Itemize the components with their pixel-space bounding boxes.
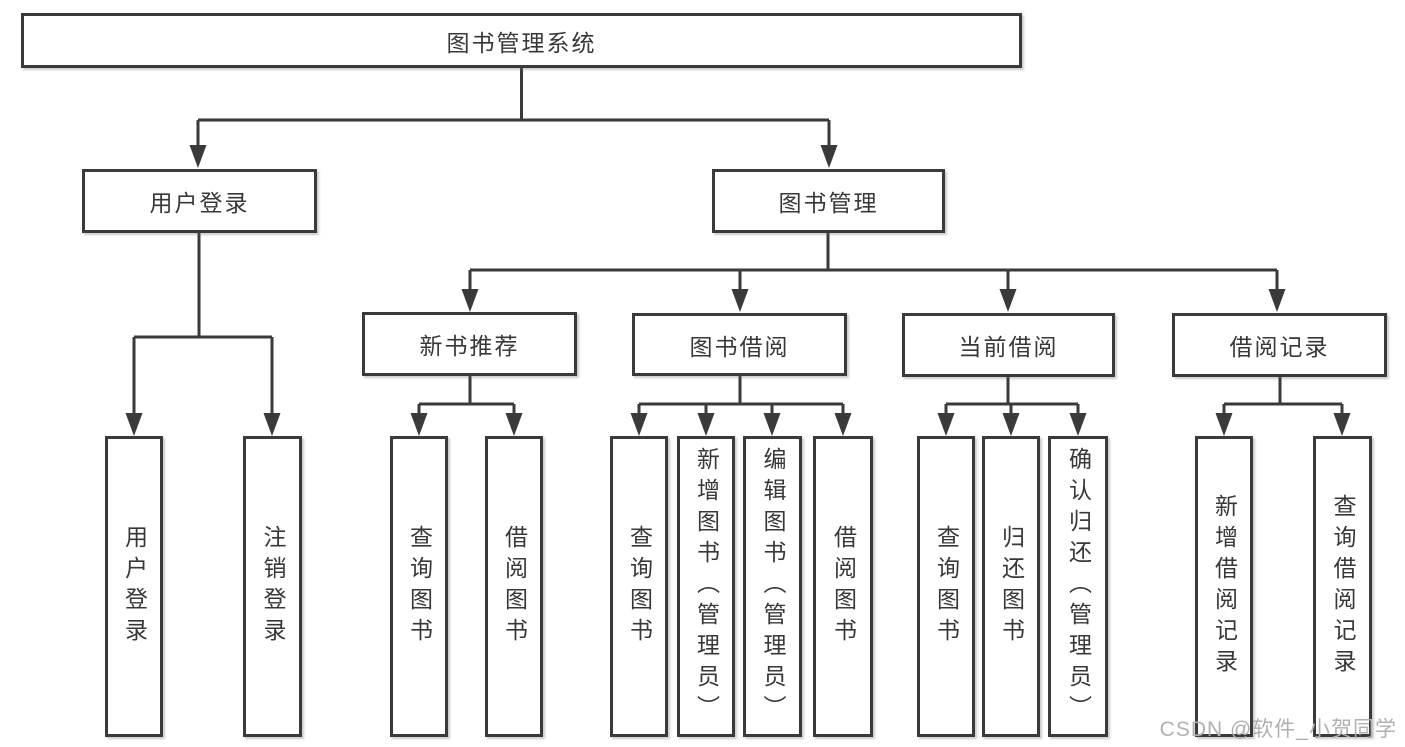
connector-current-borrow [944,377,1080,420]
leaf-query-borrow-record-label: 查询借阅记录 [1330,493,1356,680]
node-borrow-records-label: 借阅记录 [1229,334,1330,360]
leaf-user-login-label: 用户登录 [121,524,148,649]
leaf-query-borrow-record: 查询借阅记录 [1313,436,1372,737]
arrowheads [125,145,1351,436]
leaf-query-books-current: 查询图书 [917,436,975,737]
node-borrow-records: 借阅记录 [1172,313,1387,377]
leaf-logout-login-label: 注销登录 [260,524,286,649]
leaf-user-login: 用户登录 [105,436,163,737]
leaf-query-books-new: 查询图书 [390,436,448,737]
connector-new-book [417,376,516,420]
leaf-add-borrow-record: 新增借阅记录 [1195,436,1253,737]
leaf-query-books-borrow: 查询图书 [610,436,668,737]
node-new-book-recommend: 新书推荐 [362,312,577,376]
connector-borrow-records [1222,377,1344,420]
leaf-query-books-new-label: 查询图书 [406,524,433,649]
leaf-borrow-books-label: 借阅图书 [830,524,857,649]
connector-book-management [468,233,1279,296]
node-current-borrow: 当前借阅 [902,313,1115,377]
leaf-add-books-admin: 新增图书（管理员） [677,436,735,737]
node-book-management-label: 图书管理 [778,190,879,216]
node-current-borrow-label: 当前借阅 [958,334,1059,360]
leaf-return-books: 归还图书 [982,436,1040,737]
node-book-borrow-label: 图书借阅 [689,333,790,360]
leaf-query-books-current-label: 查询图书 [933,524,960,649]
leaf-edit-books-admin-label: 编辑图书（管理员） [760,447,786,726]
connector-book-borrow [637,376,845,420]
leaf-add-books-admin-label: 新增图书（管理员） [693,447,720,726]
leaf-confirm-return-admin: 确认归还（管理员） [1048,436,1108,737]
node-new-book-recommend-label: 新书推荐 [419,333,520,359]
root-node-label: 图书管理系统 [446,29,597,56]
node-user-login-label: 用户登录 [149,190,250,216]
leaf-borrow-books: 借阅图书 [813,436,873,737]
connector-root [196,68,831,152]
leaf-return-books-label: 归还图书 [998,524,1025,649]
root-node: 图书管理系统 [21,13,1022,68]
leaf-borrow-books-new: 借阅图书 [485,436,543,737]
csdn-watermark: CSDN @软件_小贺同学 [1159,718,1397,741]
leaf-add-borrow-record-label: 新增借阅记录 [1211,493,1238,680]
node-book-borrow: 图书借阅 [632,313,847,376]
node-user-login: 用户登录 [82,169,317,233]
leaf-edit-books-admin: 编辑图书（管理员） [743,436,802,737]
connector-user-login [132,233,274,420]
leaf-query-books-borrow-label: 查询图书 [626,524,653,649]
leaf-borrow-books-new-label: 借阅图书 [501,524,528,649]
leaf-confirm-return-admin-label: 确认归还（管理员） [1065,447,1092,726]
leaf-logout-login: 注销登录 [243,436,302,737]
node-book-management: 图书管理 [712,169,945,233]
